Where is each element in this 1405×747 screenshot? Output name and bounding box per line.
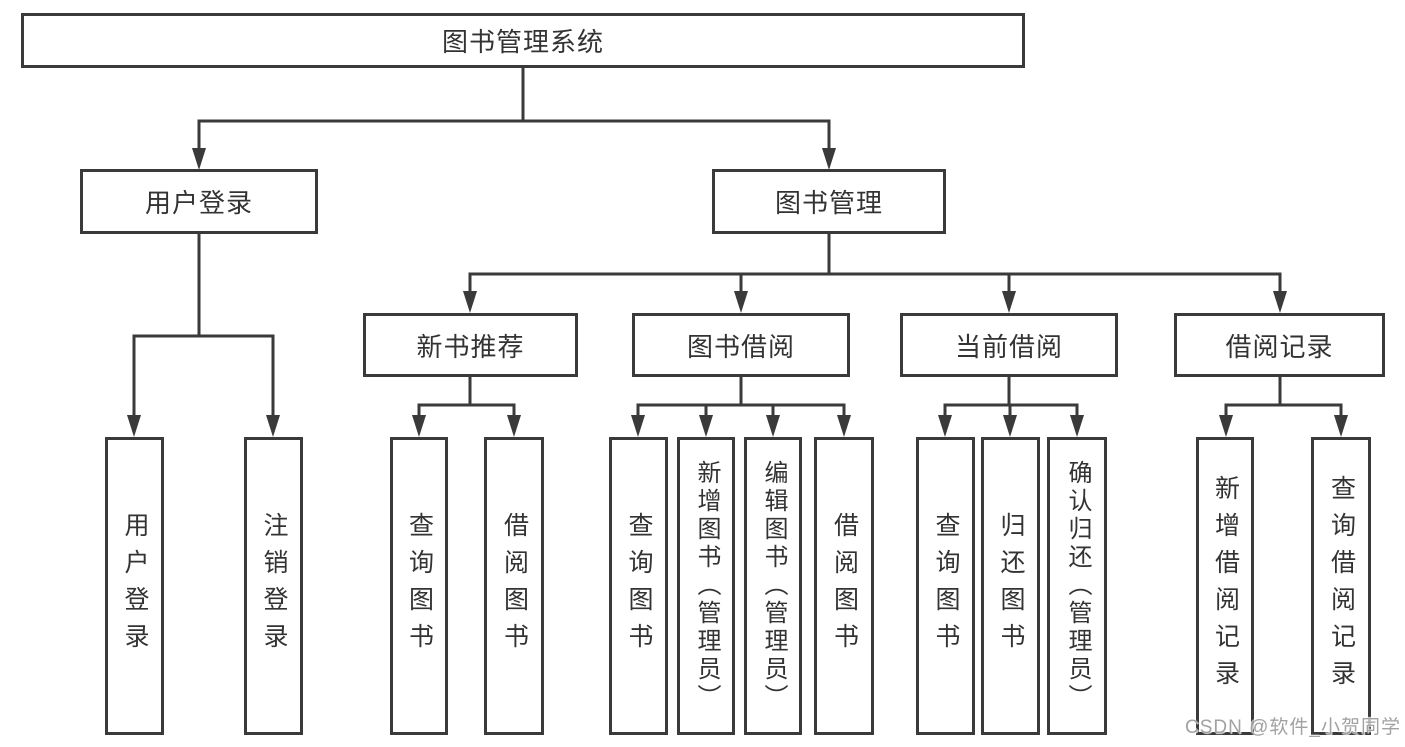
leaf-query-books-borrow-label: 查询图书: [625, 512, 653, 660]
leaf-edit-book-admin: 编辑图书（管理员）: [744, 437, 802, 735]
connector-book-borrow-children: [631, 375, 851, 437]
leaf-logout-label: 注销登录: [260, 512, 288, 660]
node-root: 图书管理系统: [21, 13, 1025, 68]
leaf-edit-book-admin-label: 编辑图书（管理员）: [760, 460, 787, 712]
leaf-query-borrow-record: 查询借阅记录: [1311, 437, 1371, 735]
leaf-query-books-current-label: 查询图书: [932, 512, 960, 660]
leaf-confirm-return-admin: 确认归还（管理员）: [1047, 437, 1107, 735]
leaf-add-book-admin: 新增图书（管理员）: [677, 437, 735, 735]
connector-root-to-level1: [192, 66, 836, 170]
node-book-borrow: 图书借阅: [632, 313, 850, 377]
node-current-borrow: 当前借阅: [900, 313, 1118, 377]
leaf-query-books-recommend-label: 查询图书: [405, 512, 434, 660]
leaf-borrow-books-recommend: 借阅图书: [484, 437, 544, 735]
node-user-login: 用户登录: [80, 169, 318, 234]
node-new-book-recommend: 新书推荐: [363, 313, 578, 377]
leaf-add-book-admin-label: 新增图书（管理员）: [693, 460, 720, 712]
leaf-user-login-label: 用户登录: [121, 512, 149, 660]
leaf-add-borrow-record-label: 新增借阅记录: [1211, 475, 1240, 697]
leaf-query-books-borrow: 查询图书: [609, 437, 668, 735]
leaf-query-borrow-record-label: 查询借阅记录: [1327, 475, 1356, 697]
leaf-confirm-return-admin-label: 确认归还（管理员）: [1064, 460, 1091, 712]
connector-current-borrow-children: [938, 375, 1084, 437]
leaf-user-login: 用户登录: [105, 437, 164, 735]
leaf-return-books: 归还图书: [981, 437, 1040, 735]
node-book-management: 图书管理: [712, 169, 946, 234]
connector-new-book-recommend-children: [412, 375, 521, 437]
leaf-borrow-books-recommend-label: 借阅图书: [500, 512, 529, 660]
connector-borrow-records-children: [1219, 375, 1348, 437]
leaf-add-borrow-record: 新增借阅记录: [1196, 437, 1254, 735]
leaf-logout: 注销登录: [244, 437, 303, 735]
csdn-watermark: CSDN @软件_小贺同学: [1185, 717, 1401, 738]
leaf-query-books-current: 查询图书: [916, 437, 975, 735]
leaf-borrow-books-label: 借阅图书: [830, 512, 859, 660]
node-borrow-records: 借阅记录: [1174, 313, 1385, 377]
leaf-return-books-label: 归还图书: [997, 512, 1025, 660]
leaf-borrow-books: 借阅图书: [814, 437, 874, 735]
connector-book-management-children: [463, 232, 1287, 313]
connector-user-login-children: [127, 232, 280, 437]
leaf-query-books-recommend: 查询图书: [390, 437, 448, 735]
